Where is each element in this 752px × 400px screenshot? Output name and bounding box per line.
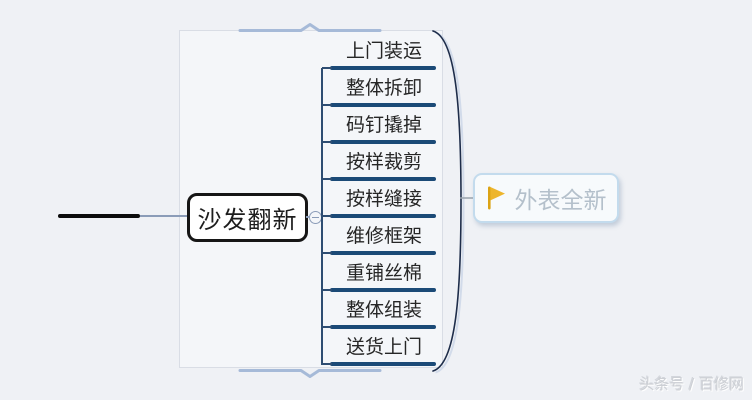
subtopic-node-3[interactable]: 码钉撬掉 xyxy=(322,113,436,146)
subtopic-connector-line xyxy=(322,104,332,106)
subtopic-node-9[interactable]: 送货上门 xyxy=(322,335,436,368)
subtopic-underline xyxy=(330,325,436,329)
boundary-resize-handle-top[interactable] xyxy=(235,21,385,35)
subtopic-connector-line xyxy=(322,252,332,254)
subtopic-label: 码钉撬掉 xyxy=(345,115,422,136)
subtopic-node-4[interactable]: 按样裁剪 xyxy=(322,150,436,183)
subtopic-connector-line xyxy=(322,141,332,143)
subtopic-label: 整体拆卸 xyxy=(345,78,422,99)
summary-topic-node[interactable]: 外表全新 xyxy=(473,173,619,223)
summary-topic-label: 外表全新 xyxy=(514,188,607,213)
subtopic-underline xyxy=(330,251,436,255)
subtopic-connector-line xyxy=(322,363,332,365)
main-topic-label: 沙发翻新 xyxy=(197,208,298,234)
subtopic-label: 重铺丝棉 xyxy=(345,263,422,284)
subtopic-connector-line xyxy=(322,215,332,217)
subtopic-underline xyxy=(330,103,436,107)
handle-top-bar xyxy=(238,23,382,32)
subtopic-underline xyxy=(330,66,436,70)
subtopic-underline xyxy=(330,177,436,181)
subtopic-node-1[interactable]: 上门装运 xyxy=(322,39,436,72)
subtopic-connector-line xyxy=(322,289,332,291)
summary-brace-path xyxy=(432,30,462,372)
subtopic-node-8[interactable]: 整体组装 xyxy=(322,298,436,331)
subtopic-label: 按样缝接 xyxy=(345,189,422,210)
subtopic-label: 维修框架 xyxy=(345,226,422,247)
collapse-minus-icon xyxy=(312,216,319,219)
root-branch-line xyxy=(58,214,140,218)
watermark-text: 头条号 / 百修网 xyxy=(639,375,744,393)
summary-brace-shadow xyxy=(435,31,465,374)
subtopic-underline xyxy=(330,214,436,218)
handle-bottom-bar xyxy=(238,369,382,378)
boundary-resize-handle-bottom[interactable] xyxy=(235,366,385,380)
subtopic-connector-line xyxy=(322,178,332,180)
subtopic-node-5[interactable]: 按样缝接 xyxy=(322,187,436,220)
summary-brace xyxy=(432,30,473,374)
subtopic-label: 上门装运 xyxy=(345,41,422,62)
subtopic-connector-line xyxy=(322,67,332,69)
subtopic-label: 整体组装 xyxy=(345,300,422,321)
subtopic-underline xyxy=(330,140,436,144)
main-topic-node[interactable]: 沙发翻新 xyxy=(187,193,308,242)
subtopic-label: 按样裁剪 xyxy=(345,152,422,173)
subtopic-label: 送货上门 xyxy=(345,337,422,358)
subtopic-node-6[interactable]: 维修框架 xyxy=(322,224,436,257)
subtopic-underline xyxy=(330,362,436,366)
subtopic-node-2[interactable]: 整体拆卸 xyxy=(322,76,436,109)
root-connector-line xyxy=(140,215,187,217)
flag-icon xyxy=(487,186,505,210)
subtopic-connector-line xyxy=(322,326,332,328)
subtopic-node-7[interactable]: 重铺丝棉 xyxy=(322,261,436,294)
subtopic-underline xyxy=(330,288,436,292)
